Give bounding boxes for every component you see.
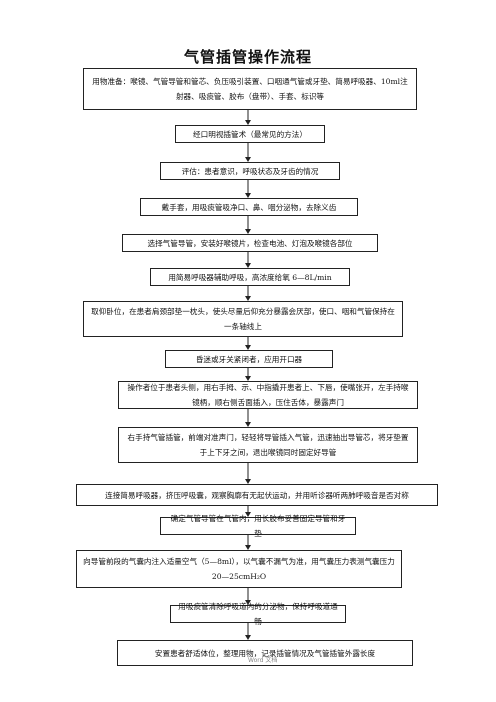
flow-arrow-head <box>245 600 251 605</box>
flow-arrow-head <box>245 512 251 517</box>
flow-step-text: 用简易呼吸器辅助呼吸，高浓度给氧 6—8L/min <box>168 272 332 282</box>
flow-step-text: 取仰卧位，在患者肩颈部垫一枕头，使头尽量后仰充分暴露会厌部，使口、咽和气管保持在… <box>91 307 395 331</box>
flow-step-text: 向导管前段的气囊内注入适量空气（5—8ml），以气囊不漏气为准，用气囊压力表测气… <box>83 557 395 581</box>
page-title: 气管插管操作流程 <box>183 48 312 66</box>
flow-step-15: 安置患者舒适体位，整理用物，记录插管情况及气管插管外露长度 <box>117 640 413 666</box>
flow-step-text: 经口明视插管术（最常见的方法） <box>193 129 307 139</box>
flow-step-5: 选择气管导管，安装好喉镜片，检查电池、灯泡及喉镜各部位 <box>122 234 378 252</box>
flow-step-13: 向导管前段的气囊内注入适量空气（5—8ml），以气囊不漏气为准，用气囊压力表测气… <box>76 550 402 588</box>
flow-step-11: 连接简易呼吸器，挤压呼吸囊，观察胸廓有无起伏运动，并用听诊器听两肺呼吸音是否对称 <box>76 484 438 506</box>
flow-step-text: 昏迷或牙关紧闭者，应用开口器 <box>195 354 303 364</box>
flow-step-4: 戴手套，用吸痰管吸净口、鼻、咽分泌物，去除义齿 <box>140 198 358 216</box>
flow-step-text: 用物准备：喉镜、气管导管和管芯、负压吸引装置、口咽通气管或牙垫、简易呼吸器、10… <box>92 77 408 101</box>
flow-step-12: 确定气管导管在气管内，用长胶布妥善固定导管和牙垫 <box>160 514 356 538</box>
flow-step-6: 用简易呼吸器辅助呼吸，高浓度给氧 6—8L/min <box>150 268 350 286</box>
flow-arrow-head <box>245 157 251 162</box>
flow-step-2: 经口明视插管术（最常见的方法） <box>175 125 325 143</box>
flow-step-9: 操作者位于患者头侧，用右手拇、示、中指撬开患者上、下唇，使嘴张开，左手持喉镜柄，… <box>118 381 418 409</box>
flow-arrow-head <box>245 263 251 268</box>
flow-step-10: 右手持气管插管，前端对准声门，轻轻将导管插入气管，迅速抽出导管芯，将牙垫置于上下… <box>118 427 418 463</box>
flow-arrow-head <box>245 120 251 125</box>
flow-step-text: 右手持气管插管，前端对准声门，轻轻将导管插入气管，迅速抽出导管芯，将牙垫置于上下… <box>127 433 409 457</box>
flow-step-14: 用吸痰管清除呼吸道内的分泌物，保持呼吸道通畅 <box>170 602 346 626</box>
flow-step-text: 评估：患者意识，呼吸状态及牙齿的情况 <box>181 166 319 176</box>
flow-step-1: 用物准备：喉镜、气管导管和管芯、负压吸引装置、口咽通气管或牙垫、简易呼吸器、10… <box>83 68 417 110</box>
flow-step-8: 昏迷或牙关紧闭者，应用开口器 <box>165 350 333 368</box>
flow-step-3: 评估：患者意识，呼吸状态及牙齿的情况 <box>160 162 340 180</box>
flow-step-text: 选择气管导管，安装好喉镜片，检查电池、灯泡及喉镜各部位 <box>147 238 353 248</box>
flow-arrow-head <box>245 193 251 198</box>
flow-step-text: 连接简易呼吸器，挤压呼吸囊，观察胸廓有无起伏运动，并用听诊器听两肺呼吸音是否对称 <box>105 490 409 500</box>
flow-arrow-head <box>245 229 251 234</box>
flow-arrow-head <box>245 296 251 301</box>
flow-arrow-head <box>245 376 251 381</box>
flow-step-text: 确定气管导管在气管内，用长胶布妥善固定导管和牙垫 <box>170 514 346 538</box>
flow-arrow-head <box>245 422 251 427</box>
flow-step-text: 操作者位于患者头侧，用右手拇、示、中指撬开患者上、下唇，使嘴张开，左手持喉镜柄，… <box>127 383 409 407</box>
flow-arrow-head <box>245 545 251 550</box>
flow-arrow-head <box>245 345 251 350</box>
flow-step-text: 安置患者舒适体位，整理用物，记录插管情况及气管插管外露长度 <box>154 648 376 658</box>
flow-step-text: 用吸痰管清除呼吸道内的分泌物，保持呼吸道通畅 <box>178 602 338 626</box>
flow-arrow-head <box>245 635 251 640</box>
flow-step-7: 取仰卧位，在患者肩颈部垫一枕头，使头尽量后仰充分暴露会厌部，使口、咽和气管保持在… <box>83 301 403 337</box>
flow-arrow-head <box>245 479 251 484</box>
flow-step-text: 戴手套，用吸痰管吸净口、鼻、咽分泌物，去除义齿 <box>161 202 337 212</box>
footer-watermark: Word 文档 <box>248 657 278 664</box>
